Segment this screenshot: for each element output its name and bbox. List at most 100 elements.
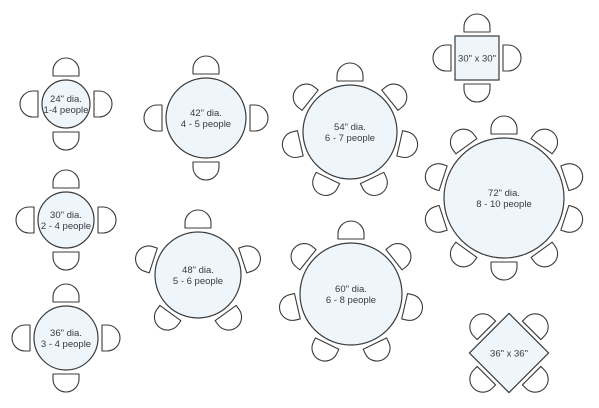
chair-t30-3 xyxy=(52,251,80,271)
chair-shape xyxy=(143,104,163,132)
chair-t24-1 xyxy=(52,57,80,77)
chair-t36-1 xyxy=(52,283,80,303)
table-size-label-sq36: 36" x 36" xyxy=(490,348,528,359)
chair-t54-5 xyxy=(312,171,341,197)
chair-shape xyxy=(463,13,491,33)
chair-t54-1 xyxy=(336,62,364,82)
chair-shape xyxy=(52,131,80,151)
chair-shape xyxy=(449,128,478,155)
table-size-label-t24: 24" dia. xyxy=(50,94,82,105)
chair-shape xyxy=(184,209,212,229)
chair-shape xyxy=(381,83,408,111)
chair-t30-2 xyxy=(97,206,117,234)
chair-t72-3 xyxy=(560,163,584,192)
chair-t72-1 xyxy=(490,115,518,135)
chair-shape xyxy=(560,204,584,233)
chair-shape xyxy=(238,245,261,274)
chair-shape xyxy=(424,163,448,192)
chair-shape xyxy=(521,365,549,393)
chair-t54-3 xyxy=(396,130,419,159)
table-t72 xyxy=(443,137,565,259)
chair-shape xyxy=(530,128,559,155)
chair-sq30-1 xyxy=(463,13,491,33)
chair-t42-3 xyxy=(192,161,220,181)
chair-shape xyxy=(401,293,424,321)
chair-t48-4 xyxy=(153,304,182,331)
chair-shape xyxy=(490,261,518,281)
chair-t72-2 xyxy=(530,128,559,155)
chair-shape xyxy=(469,365,497,393)
chair-t30-1 xyxy=(52,169,80,189)
chair-sq30-3 xyxy=(463,83,491,103)
table-capacity-label-t24: 1-4 people xyxy=(44,105,89,116)
chair-t60-2 xyxy=(385,243,412,271)
chair-t60-5 xyxy=(311,337,340,362)
chair-shape xyxy=(463,83,491,103)
table-sq36 xyxy=(468,312,550,394)
table-size-label-t48: 48" dia. xyxy=(182,265,214,276)
chair-shape xyxy=(432,44,452,72)
chair-t72-8 xyxy=(424,204,448,233)
chair-shape xyxy=(52,373,80,393)
chairs-layer xyxy=(11,13,584,393)
chair-shape xyxy=(449,241,478,268)
chair-t72-4 xyxy=(560,204,584,233)
chair-shape xyxy=(11,324,31,352)
chair-t36-3 xyxy=(52,373,80,393)
chair-t24-3 xyxy=(52,131,80,151)
tables-layer xyxy=(33,35,565,394)
table-size-label-t54: 54" dia. xyxy=(334,122,366,133)
chair-sq36-1 xyxy=(521,313,549,341)
chair-shape xyxy=(311,337,340,362)
chair-shape xyxy=(560,163,584,192)
chair-t42-1 xyxy=(192,55,220,75)
chair-t36-2 xyxy=(101,324,121,352)
table-size-label-t72: 72" dia. xyxy=(488,188,520,199)
chair-shape xyxy=(192,55,220,75)
chair-t24-4 xyxy=(19,90,39,118)
chair-t60-7 xyxy=(290,243,317,271)
chair-sq36-4 xyxy=(469,313,497,341)
chair-t48-3 xyxy=(214,304,243,331)
chair-t30-4 xyxy=(15,206,35,234)
chair-sq36-2 xyxy=(521,365,549,393)
table-size-label-t36: 36" dia. xyxy=(50,328,82,339)
table-t48 xyxy=(154,231,242,319)
chair-shape xyxy=(530,241,559,268)
chair-shape xyxy=(424,204,448,233)
chair-shape xyxy=(97,206,117,234)
table-t60 xyxy=(299,242,403,346)
chair-shape xyxy=(192,161,220,181)
chair-shape xyxy=(362,337,391,362)
chair-t48-1 xyxy=(184,209,212,229)
chair-shape xyxy=(52,57,80,77)
chair-shape xyxy=(385,243,412,271)
chair-shape xyxy=(312,171,341,197)
chair-shape xyxy=(15,206,35,234)
chair-t54-7 xyxy=(292,83,319,111)
chair-shape xyxy=(336,62,364,82)
table-sq30 xyxy=(454,35,500,81)
chair-t24-2 xyxy=(93,90,113,118)
table-t36 xyxy=(33,305,99,371)
chair-shape xyxy=(396,130,419,159)
chair-t42-2 xyxy=(249,104,269,132)
chair-t60-1 xyxy=(337,220,365,240)
chair-t60-6 xyxy=(278,293,301,321)
chair-shape xyxy=(101,324,121,352)
chair-shape xyxy=(52,251,80,271)
chair-t54-6 xyxy=(281,130,304,159)
chair-sq36-3 xyxy=(469,365,497,393)
chair-t72-10 xyxy=(449,128,478,155)
chair-t72-5 xyxy=(530,241,559,268)
chair-shape xyxy=(290,243,317,271)
table-capacity-label-t36: 3 - 4 people xyxy=(41,339,91,350)
chair-shape xyxy=(135,245,158,274)
chair-t60-3 xyxy=(401,293,424,321)
table-size-label-sq30: 30" x 30" xyxy=(458,53,496,64)
chair-t48-5 xyxy=(135,245,158,274)
table-capacity-label-t30: 2 - 4 people xyxy=(41,221,91,232)
chair-t72-6 xyxy=(490,261,518,281)
